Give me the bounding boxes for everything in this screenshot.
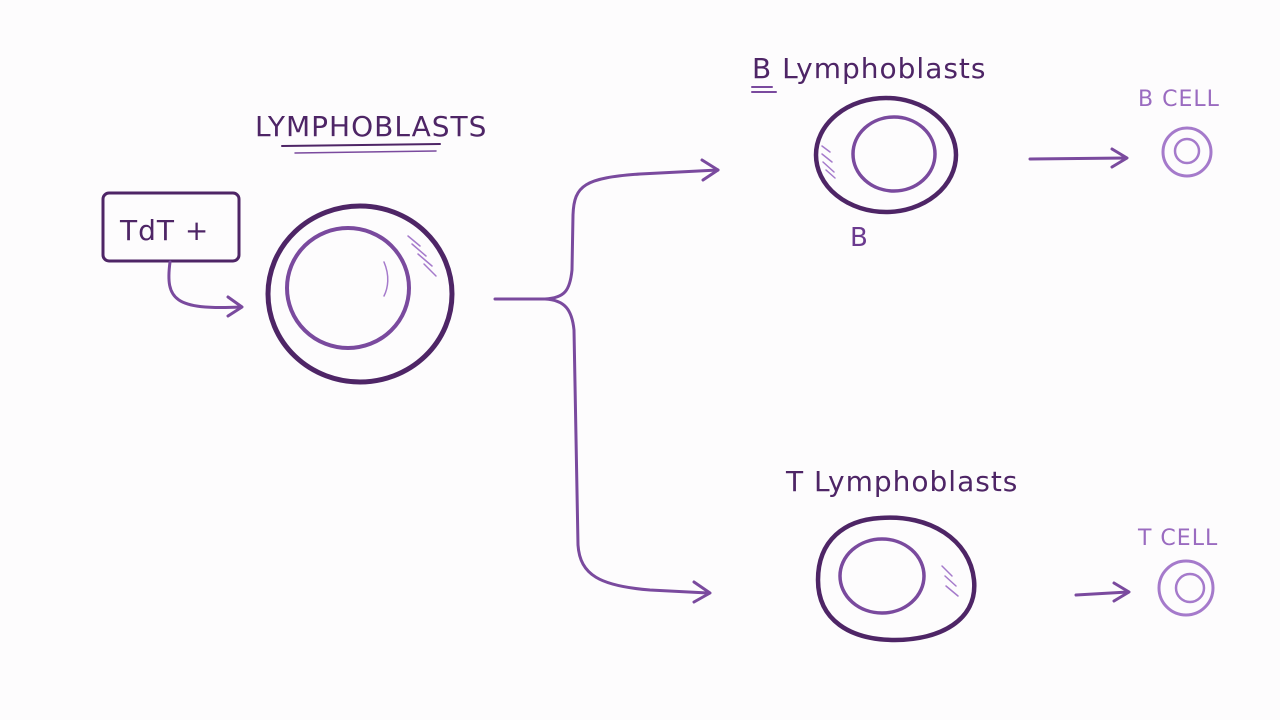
- lymphoblasts-title: LYMPHOBLASTS: [255, 110, 487, 143]
- t-lymphoblast-hatching: [941, 565, 959, 597]
- lymphoblast-cell-nucleus: [285, 226, 411, 350]
- title-underline-2: [294, 150, 437, 154]
- lower-arrow-head: [692, 580, 712, 604]
- t-cell-label: T CELL: [1137, 526, 1218, 551]
- t-lymphoblasts-title: T Lymphoblasts: [785, 465, 1018, 498]
- t-cell-arrow: [1074, 590, 1130, 597]
- b-letter: B: [850, 223, 869, 253]
- b-cell-arrow-head: [1110, 147, 1129, 169]
- title-underline-1: [281, 143, 441, 147]
- tdt-arrow-head: [226, 295, 244, 318]
- lymphoblast-nucleus-highlight: [383, 261, 389, 297]
- b-lymphoblast-cell-outer: [813, 95, 959, 215]
- t-cell-arrow-head: [1112, 581, 1131, 603]
- b-cell-arrow: [1028, 156, 1128, 161]
- lymphoblast-hatching: [407, 235, 437, 277]
- b-lymphoblast-nucleus: [851, 115, 937, 193]
- upper-arrow-head: [700, 158, 720, 182]
- b-cell-label: B CELL: [1138, 87, 1220, 112]
- t-cell-outer: [1157, 559, 1215, 617]
- t-cell-nucleus: [1174, 572, 1206, 604]
- t-lymphoblast-nucleus: [838, 537, 926, 615]
- t-lymphoblast-cell-outer: [815, 515, 977, 643]
- tdt-label: TdT +: [119, 214, 209, 247]
- tdt-arrow: [167, 260, 242, 309]
- branch-bracket-lower: [543, 297, 710, 595]
- branch-bracket: [493, 168, 720, 301]
- b-lymphoblasts-title: B Lymphoblasts: [752, 52, 987, 85]
- lymphoblast-cell-outer: [265, 203, 455, 385]
- b-cell-nucleus: [1173, 137, 1201, 165]
- b-lymphoblast-hatching: [821, 145, 836, 179]
- b-cell-outer: [1161, 126, 1213, 178]
